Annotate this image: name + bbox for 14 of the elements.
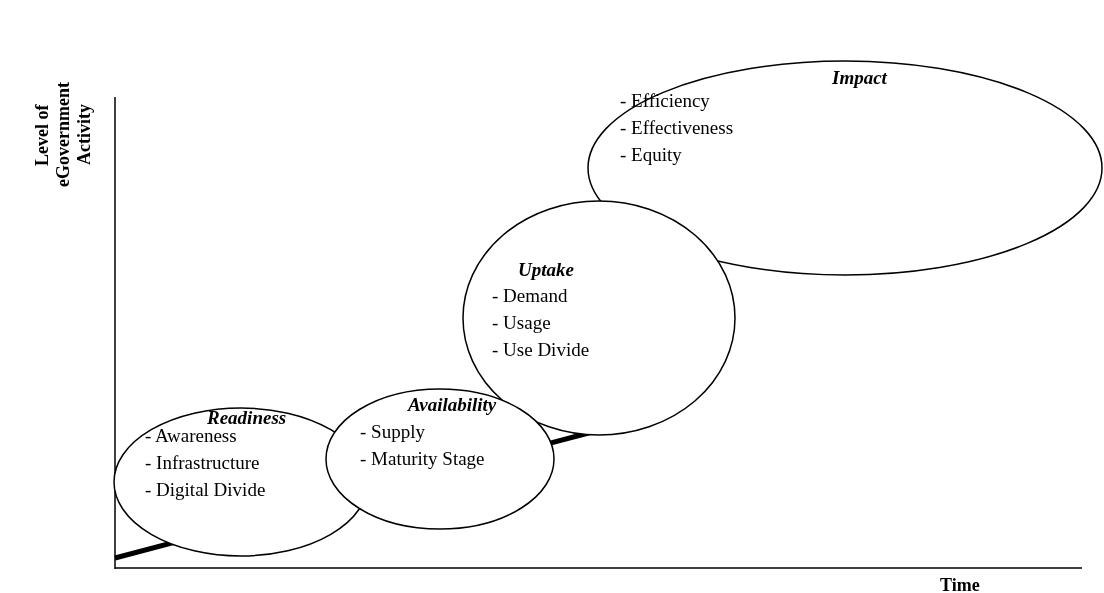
list-item: - Infrastructure bbox=[145, 451, 260, 475]
list-item: - Maturity Stage bbox=[360, 447, 485, 471]
list-item: - Usage bbox=[492, 311, 551, 335]
list-item: - Use Divide bbox=[492, 338, 590, 362]
list-item: - Demand bbox=[492, 284, 568, 308]
stage-title: Impact bbox=[832, 66, 887, 90]
list-item: - Effectiveness bbox=[620, 116, 734, 140]
list-item: - Equity bbox=[620, 143, 682, 167]
list-item: - Supply bbox=[360, 420, 425, 444]
y-axis-title: Level of eGovernment Activity bbox=[32, 81, 95, 190]
x-axis-title: Time bbox=[940, 575, 980, 593]
list-item: - Digital Divide bbox=[145, 478, 266, 502]
stage-title: Uptake bbox=[518, 258, 574, 282]
stage-title: Availability bbox=[408, 393, 497, 417]
